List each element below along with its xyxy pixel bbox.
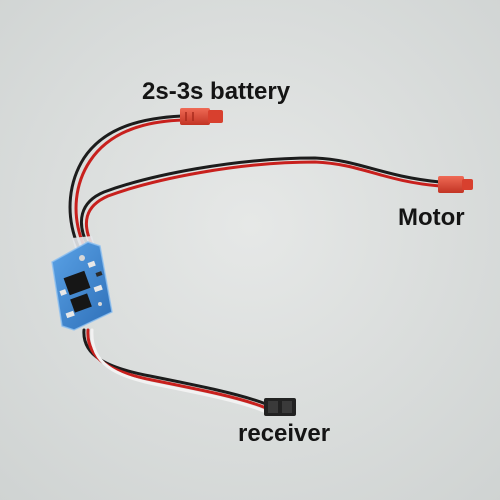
motor-wire bbox=[79, 156, 442, 249]
battery-label: 2s-3s battery bbox=[142, 78, 291, 105]
receiver-connector bbox=[264, 398, 296, 416]
esc-board bbox=[51, 236, 113, 331]
receiver-wire bbox=[82, 328, 268, 414]
motor-connector bbox=[438, 176, 473, 193]
motor-label: Motor bbox=[398, 204, 465, 231]
receiver-label: receiver bbox=[238, 420, 331, 447]
battery-connector bbox=[180, 108, 223, 125]
battery-wire bbox=[68, 114, 186, 248]
